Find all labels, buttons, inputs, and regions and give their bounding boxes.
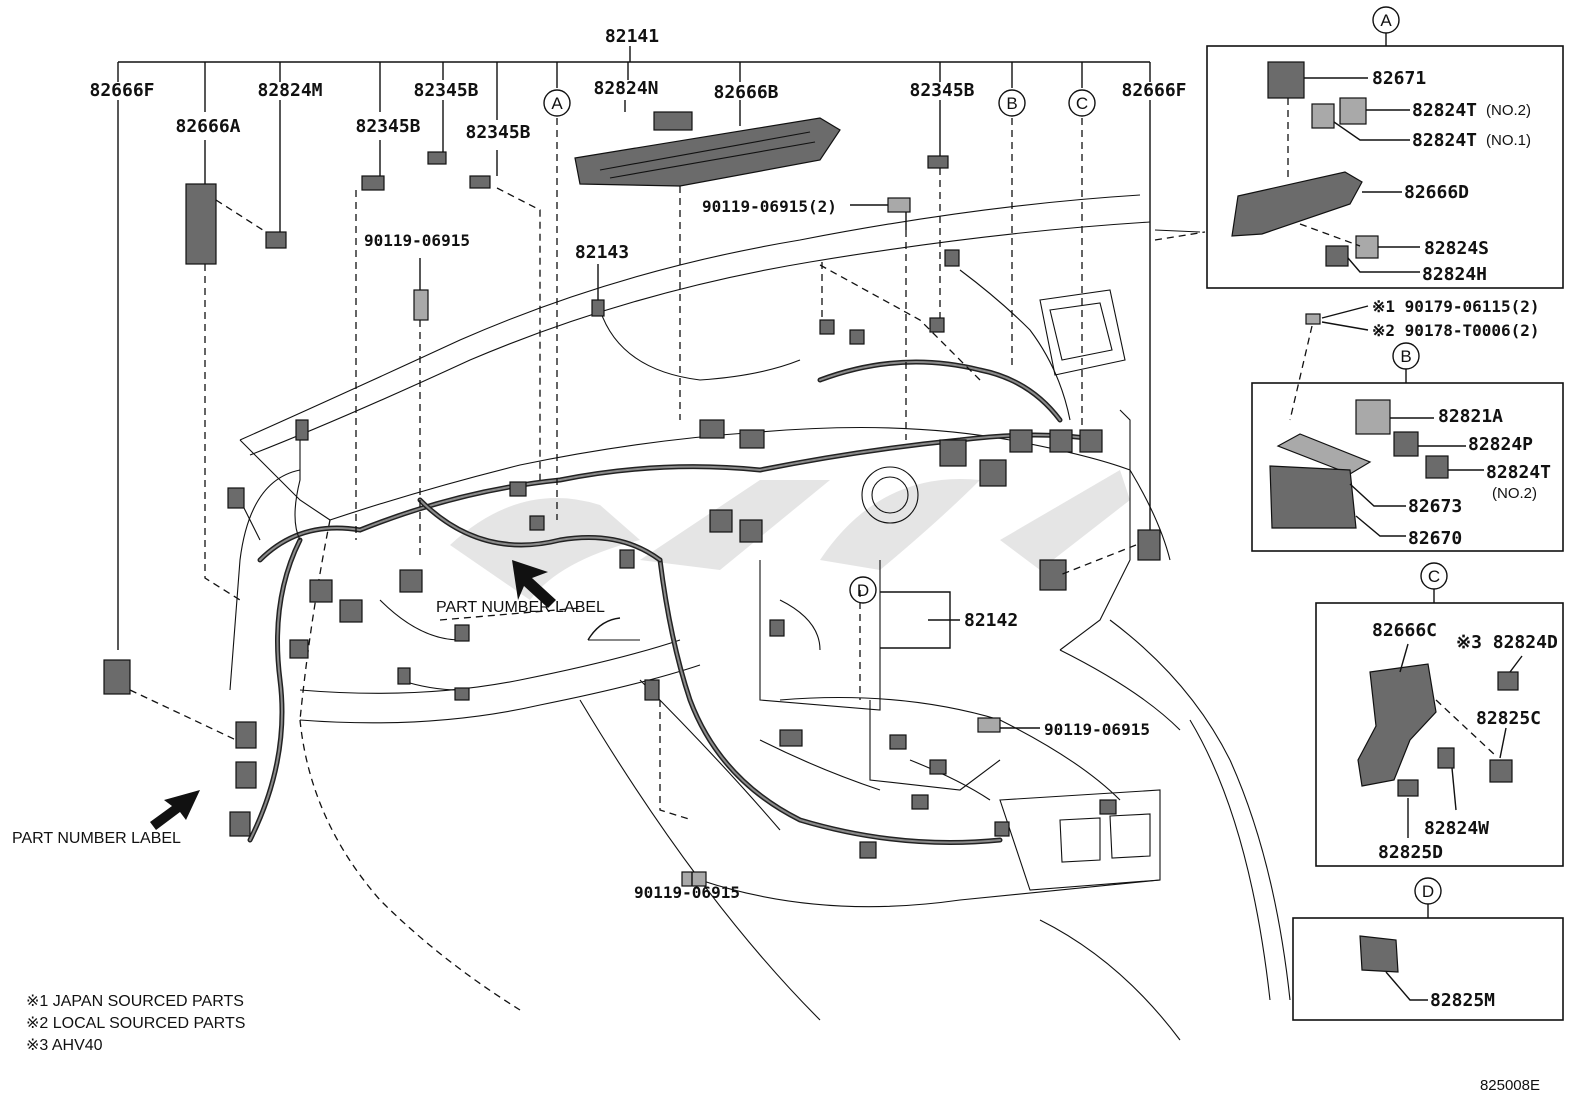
legend-item: ※3 AHV40 (26, 1037, 103, 1054)
callout-d: D (857, 581, 869, 600)
part-82824m: 82824M (257, 80, 322, 101)
callout-c: C (1076, 94, 1088, 113)
watermark (450, 470, 1130, 600)
part-number-label-upper: PART NUMBER LABEL (436, 599, 605, 616)
part-82670: 82670 (1408, 528, 1462, 549)
part-82824s: 82824S (1424, 238, 1489, 259)
detail-d-callout: D (1422, 882, 1434, 901)
figure-code: 825008E (1480, 1077, 1540, 1094)
detail-c-callout: C (1428, 567, 1440, 586)
note-90178-t0006: ※2 90178-T0006(2) (1372, 321, 1540, 340)
part-82821a: 82821A (1438, 406, 1503, 427)
part-82143: 82143 (575, 242, 629, 263)
part-82824d: ※3 82824D (1456, 632, 1558, 653)
part-82824t-no2: 82824T (1412, 100, 1477, 121)
no1-label: (NO.1) (1486, 132, 1531, 149)
legend: ※1 JAPAN SOURCED PARTS ※2 LOCAL SOURCED … (26, 993, 245, 1054)
dashboard-outline (229, 194, 1291, 1041)
part-82666a: 82666A (175, 116, 240, 137)
arrow-icon (150, 790, 200, 830)
part-82345b-topright: 82345B (909, 80, 974, 101)
callouts-main: A B C D (543, 89, 1096, 604)
part-82825m: 82825M (1430, 990, 1495, 1011)
detail-b: ※1 90179-06115(2) ※2 90178-T0006(2) B 82… (1251, 297, 1564, 552)
part-82671: 82671 (1372, 68, 1426, 89)
part-90119-06915-bottom: 90119-06915 (634, 883, 740, 902)
note-90179-06115: ※1 90179-06115(2) (1372, 297, 1540, 316)
part-82824n: 82824N (593, 78, 658, 99)
part-90119-06915-upper: 90119-06915 (364, 231, 470, 250)
part-90119-06915-right: 90119-06915 (1044, 720, 1150, 739)
arrow-icon (512, 560, 556, 608)
detail-b-callout: B (1400, 347, 1411, 366)
part-82142: 82142 (964, 610, 1018, 631)
no2-label: (NO.2) (1486, 102, 1531, 119)
no2-label-b: (NO.2) (1492, 485, 1537, 502)
part-82824w: 82824W (1424, 818, 1489, 839)
part-82666f-right: 82666F (1121, 80, 1186, 101)
part-82825c: 82825C (1476, 708, 1541, 729)
part-labels: 82141 82666F 82824M 82345B 82824N 82666B… (12, 26, 1187, 902)
part-82824t-b: 82824T (1486, 462, 1551, 483)
detail-d: D 82825M (1292, 877, 1564, 1021)
detail-c: C 82666C ※3 82824D 82825C 82824W 82825D (1315, 562, 1564, 867)
leader-lines (117, 46, 1151, 886)
detail-a-callout: A (1380, 11, 1392, 30)
part-82824p: 82824P (1468, 434, 1533, 455)
callout-a: A (551, 94, 563, 113)
part-82141: 82141 (605, 26, 659, 47)
callout-b: B (1006, 94, 1017, 113)
part-82666c: 82666C (1372, 620, 1437, 641)
part-82345b-midright: 82345B (465, 122, 530, 143)
harness-connectors (103, 111, 1161, 887)
part-82824h: 82824H (1422, 264, 1487, 285)
part-82666f-left: 82666F (89, 80, 154, 101)
part-82824t-no1: 82824T (1412, 130, 1477, 151)
part-82345b-top: 82345B (413, 80, 478, 101)
part-82673: 82673 (1408, 496, 1462, 517)
part-number-label-lower: PART NUMBER LABEL (12, 830, 181, 847)
legend-item: ※1 JAPAN SOURCED PARTS (26, 993, 244, 1010)
part-82345b-mid: 82345B (355, 116, 420, 137)
part-82666d: 82666D (1404, 182, 1469, 203)
part-90119-06915-2: 90119-06915(2) (702, 197, 837, 216)
legend-item: ※2 LOCAL SOURCED PARTS (26, 1015, 245, 1032)
detail-a: A 82671 82824T (NO.2) 82824T (NO.1) 8266… (1206, 6, 1564, 289)
part-82825d: 82825D (1378, 842, 1443, 863)
part-number-label-arrows (150, 560, 556, 830)
part-82666b: 82666B (713, 82, 778, 103)
